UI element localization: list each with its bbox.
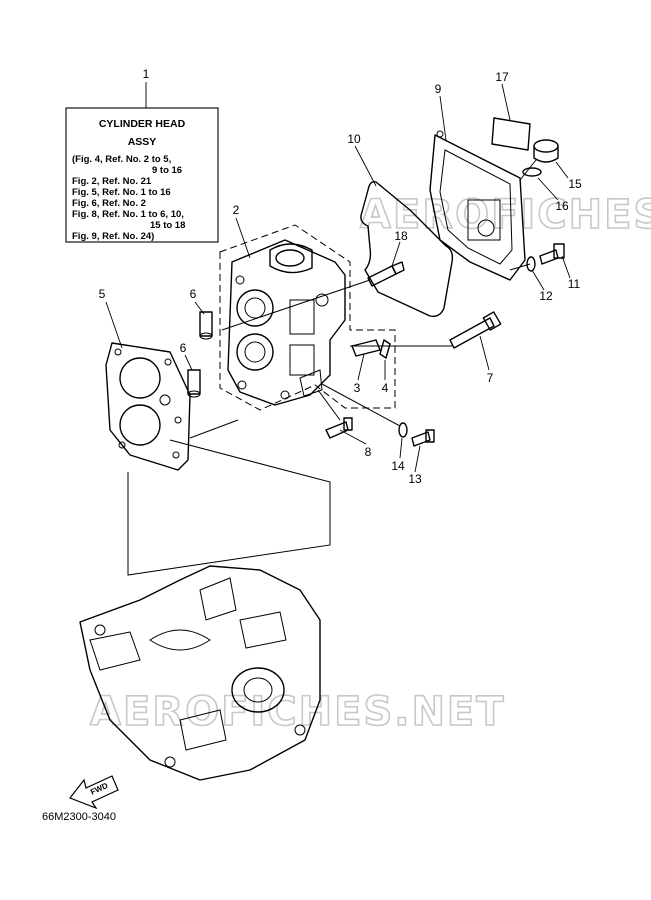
- callout-number: 3: [354, 381, 361, 395]
- long-bolt: [449, 311, 502, 349]
- callout-number: 11: [568, 277, 581, 291]
- callout-number: 4: [382, 381, 389, 395]
- callout-number: 6: [190, 287, 197, 301]
- bolt: [539, 243, 565, 265]
- info-ref-line: 9 to 16: [152, 165, 182, 176]
- info-ref-line: Fig. 9, Ref. No. 24): [72, 231, 154, 242]
- info-ref-line: Fig. 5, Ref. No. 1 to 16: [72, 187, 171, 198]
- info-ref-line: Fig. 6, Ref. No. 2: [72, 198, 146, 209]
- info-box-title: CYLINDER HEAD: [99, 118, 186, 130]
- cover-gasket: [360, 180, 454, 318]
- callout-number: 10: [347, 132, 361, 146]
- spark-plug: [367, 261, 405, 287]
- leader-lines: [105, 83, 571, 473]
- callout-number: 6: [180, 341, 187, 355]
- assembly-boundary: [219, 224, 396, 411]
- watermark-bottom: AEROFICHES.NET: [90, 689, 506, 735]
- washer: [526, 256, 536, 272]
- cylinder-head: [227, 239, 346, 406]
- callout-number: 7: [487, 371, 494, 385]
- head-gasket: [105, 342, 191, 471]
- bolt: [325, 417, 353, 439]
- callout-number: 14: [391, 459, 405, 473]
- callout-number: 1: [143, 67, 150, 81]
- callout-number: 16: [555, 199, 569, 213]
- anode-washer: [379, 339, 391, 359]
- alignment-lines: [127, 159, 537, 576]
- callout-number: 9: [435, 82, 442, 96]
- callout-number: 12: [539, 289, 553, 303]
- cylinder-block: [79, 565, 321, 781]
- fwd-arrow-icon: FWD: [69, 775, 119, 810]
- info-box-subtitle: ASSY: [128, 136, 157, 148]
- callout-number: 13: [408, 472, 422, 486]
- label-plate: [491, 117, 531, 151]
- bolt: [411, 429, 435, 447]
- info-box: CYLINDER HEAD ASSY (Fig. 4, Ref. No. 2 t…: [65, 107, 219, 243]
- callout-number: 8: [365, 445, 372, 459]
- info-ref-line: 15 to 18: [150, 220, 185, 231]
- callout-number: 17: [495, 70, 509, 84]
- callout-number: 15: [568, 177, 582, 191]
- dowel-pin: [187, 369, 201, 398]
- oil-filler-cap: [533, 139, 559, 163]
- o-ring: [522, 167, 542, 177]
- watermark-top: AEROFICHES.NET: [360, 192, 651, 238]
- dowel-pin: [199, 311, 213, 340]
- anode: [351, 339, 381, 357]
- info-ref-line: Fig. 2, Ref. No. 21: [72, 176, 152, 187]
- washer: [398, 422, 408, 438]
- callout-number: 2: [233, 203, 240, 217]
- info-ref-line: (Fig. 4, Ref. No. 2 to 5,: [72, 154, 171, 165]
- callout-number: 5: [99, 287, 106, 301]
- callout-number: 18: [394, 229, 408, 243]
- drawing-code: 66M2300-3040: [42, 811, 116, 823]
- info-ref-line: Fig. 8, Ref. No. 1 to 6, 10,: [72, 209, 184, 220]
- head-cover: [429, 130, 526, 281]
